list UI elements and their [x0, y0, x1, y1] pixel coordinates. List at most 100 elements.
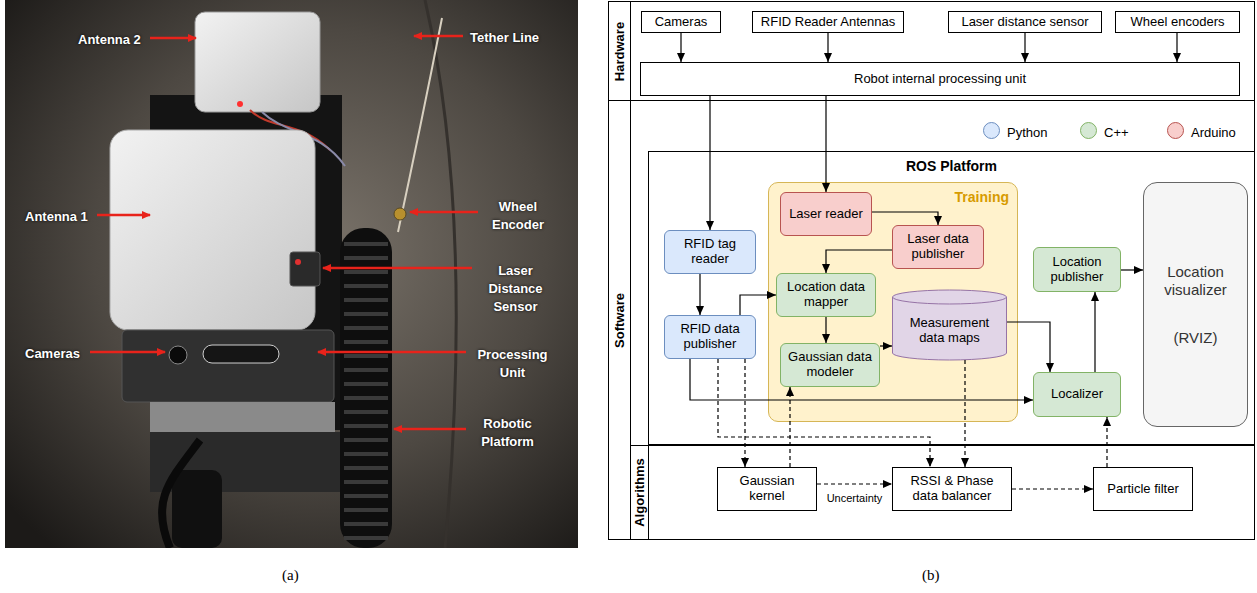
laser-sensor: [290, 252, 320, 286]
connector: [964, 360, 965, 467]
bottom-plate: [150, 402, 335, 432]
band-label-column: Algorithms: [631, 446, 649, 539]
legend-holder: Python: [1007, 123, 1047, 141]
box-text: Particle filter: [1107, 482, 1179, 497]
process-box: Gaussian kernel: [717, 467, 817, 511]
box-text: Location data mapper: [781, 280, 871, 310]
cpp-module-box: Gaussian data modeler: [780, 343, 880, 387]
box-text: RSSI & Phase data balancer: [897, 474, 1007, 504]
label-holder: Laser Distance Sensor: [478, 261, 553, 315]
legend-swatch: [983, 122, 1000, 139]
connector: [826, 250, 892, 273]
process-box: RFID Reader Antennas: [752, 11, 904, 33]
legend-swatch: [1167, 122, 1184, 139]
pointer-arrow: [414, 35, 463, 38]
training-group: TrainingLaser readerLaser data publisher…: [768, 182, 1018, 422]
box-text: Laser data publisher: [897, 232, 979, 262]
label-holder: Antenna 2: [78, 30, 141, 48]
title-holder: Training: [955, 188, 1009, 206]
laser-dot: [295, 259, 301, 265]
section-band: Software ROS PlatformRFID tag readerRFID …: [608, 100, 1255, 540]
section-label: Hardware: [612, 21, 627, 80]
connector: [680, 33, 681, 62]
platform-frame: ROS PlatformRFID tag readerRFID data pub…: [648, 151, 1255, 445]
arduino-module-box: Laser data publisher: [892, 225, 984, 269]
connector: [1176, 33, 1177, 62]
label-holder: Robotic Platform: [470, 414, 545, 450]
legend-text: C++: [1104, 125, 1129, 140]
edge-label: Uncertainty: [826, 492, 884, 504]
connector: [699, 274, 700, 315]
box-text: Gaussian kernel: [722, 474, 812, 504]
camera-lens: [169, 346, 187, 364]
connector: [825, 96, 826, 192]
section-band: HardwareCamerasRFID Reader AntennasLaser…: [608, 1, 1255, 101]
label-holder: Cameras: [25, 344, 80, 362]
connector: [690, 359, 1033, 400]
group-title: Training: [955, 189, 1009, 205]
connector: [1106, 417, 1107, 467]
cable: [162, 440, 200, 548]
process-box: RSSI & Phase data balancer: [892, 467, 1012, 511]
connector: [1094, 292, 1095, 372]
panel-label: (a): [282, 567, 299, 583]
track-wheel: [172, 470, 222, 548]
python-module-box: RFID tag reader: [664, 230, 756, 274]
legend-holder: Arduino: [1191, 123, 1236, 141]
antenna-panel: [195, 12, 320, 112]
box-text: Laser distance sensor: [961, 15, 1088, 30]
connector: [718, 359, 930, 467]
connector: [817, 483, 892, 484]
callout-label: Cameras: [25, 346, 80, 361]
python-module-box: RFID data publisher: [664, 315, 756, 359]
legend-text: Arduino: [1191, 125, 1236, 140]
label-holder: Wheel Encoder: [483, 197, 553, 233]
connector: [827, 33, 828, 62]
callout-label: Antenna 2: [78, 32, 141, 47]
label-holder: Tether Line: [470, 28, 539, 46]
wheel-encoder: [394, 208, 406, 220]
label-holder: (b): [922, 566, 940, 584]
robot-photo: [5, 0, 578, 548]
cpp-module-box: Localizer: [1033, 372, 1121, 417]
title-holder: ROS Platform: [649, 157, 1254, 175]
connector: [740, 295, 776, 315]
visualizer-text: Location visualizer: [1150, 263, 1241, 299]
database-cylinder: Measurement data maps: [892, 290, 1007, 360]
cpp-module-box: Location data mapper: [776, 273, 876, 317]
pointer-arrow: [318, 351, 466, 354]
callout-label: Laser Distance Sensor: [488, 263, 542, 314]
cpp-module-box: Location publisher: [1033, 247, 1121, 292]
camera-strip: [203, 345, 279, 363]
legend-swatch: [1080, 122, 1097, 139]
section-label: Software: [612, 293, 627, 348]
pointer-arrow: [410, 211, 478, 214]
box-text: Location publisher: [1038, 255, 1116, 285]
process-box: Laser distance sensor: [948, 11, 1102, 33]
label-holder: Processing Unit: [470, 345, 555, 381]
track-wheel: [340, 228, 392, 548]
pointer-arrow: [323, 267, 472, 270]
pipe-background: [5, 0, 578, 548]
band-label-column: Software: [609, 101, 631, 539]
section-label: Algorithms: [632, 458, 647, 527]
pointer-arrow: [394, 428, 466, 431]
callout-label: Processing Unit: [477, 347, 547, 380]
camera-plate: [122, 330, 334, 402]
visualizer-text: (RVIZ): [1174, 329, 1218, 347]
box-text: Gaussian data modeler: [785, 350, 875, 380]
callout-label: Antenna 1: [25, 209, 88, 224]
track-tread: [344, 242, 388, 545]
pointer-arrow: [90, 351, 165, 354]
legend-text: Python: [1007, 125, 1047, 140]
section-band: Algorithms Gaussian kernel RSSI & Phase da…: [630, 445, 1255, 540]
box-text: Wheel encoders: [1131, 15, 1225, 30]
box-text: Laser reader: [789, 207, 863, 222]
connector: [880, 345, 892, 346]
connector: [1024, 33, 1025, 62]
legend-holder: C++: [1104, 123, 1129, 141]
box-text: Localizer: [1051, 387, 1103, 402]
box-text: RFID Reader Antennas: [761, 15, 895, 30]
process-box: Wheel encoders: [1115, 11, 1240, 33]
process-box: Particle filter: [1093, 467, 1193, 511]
